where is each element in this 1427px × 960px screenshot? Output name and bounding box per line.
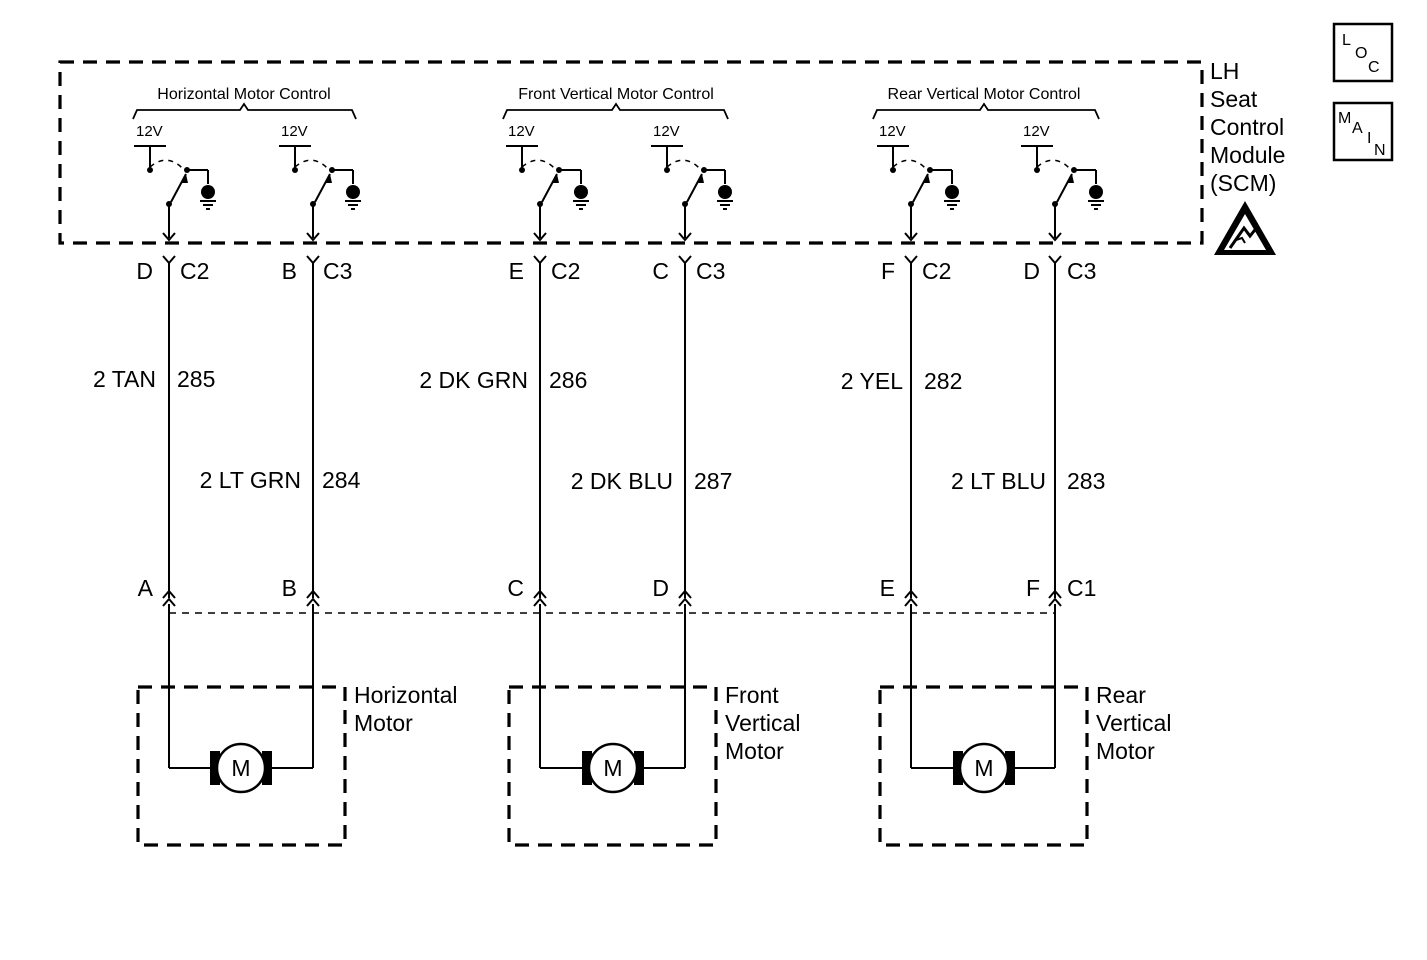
module-pin-label: B bbox=[282, 258, 297, 284]
wire-column bbox=[533, 204, 547, 768]
ground-icon bbox=[718, 185, 732, 199]
relay-switch: 12V bbox=[134, 123, 216, 210]
motor-symbol: M bbox=[603, 755, 622, 781]
relay-switch: 12V bbox=[651, 123, 733, 210]
motor-name-line: Motor bbox=[354, 710, 413, 736]
control-group-brace bbox=[502, 102, 729, 120]
motor-name-line: Motor bbox=[725, 738, 784, 764]
motor-icon bbox=[958, 742, 1010, 794]
module-connector-label: C3 bbox=[1067, 258, 1096, 284]
motor-connector-label: C1 bbox=[1067, 575, 1096, 601]
supply-voltage-label: 12V bbox=[653, 123, 680, 140]
relay-switch: 12V bbox=[877, 123, 960, 210]
motor-symbol: M bbox=[974, 755, 993, 781]
supply-voltage-label: 12V bbox=[136, 123, 163, 140]
horizontal-motor: M Horizontal Motor bbox=[136, 682, 458, 847]
motor-pin-label: F bbox=[1026, 575, 1040, 601]
motor-icon bbox=[587, 742, 639, 794]
control-group-brace bbox=[132, 102, 357, 120]
loc-letter: L bbox=[1342, 32, 1351, 49]
circuit-number-label: 286 bbox=[549, 367, 587, 393]
loc-letter: C bbox=[1368, 59, 1380, 76]
module-pin-label: D bbox=[1023, 258, 1040, 284]
relay-switch: 12V bbox=[279, 123, 361, 210]
module-pin-label: D bbox=[136, 258, 153, 284]
supply-voltage-label: 12V bbox=[1023, 123, 1050, 140]
circuit-number-label: 287 bbox=[694, 468, 732, 494]
motor-name-line: Motor bbox=[1096, 738, 1155, 764]
motor-icon bbox=[215, 742, 267, 794]
module-name-line: Control bbox=[1210, 114, 1284, 140]
control-group-title: Rear Vertical Motor Control bbox=[888, 86, 1081, 103]
wire-color-label: 2 DK BLU bbox=[571, 468, 673, 494]
main-letter: M bbox=[1338, 110, 1351, 127]
motor-name-line: Horizontal bbox=[354, 682, 458, 708]
supply-voltage-label: 12V bbox=[508, 123, 535, 140]
wire-column bbox=[678, 204, 692, 768]
wire-color-label: 2 DK GRN bbox=[419, 367, 528, 393]
motor-pin-label: B bbox=[282, 575, 297, 601]
main-letter: A bbox=[1352, 120, 1363, 137]
main-letter: I bbox=[1367, 130, 1371, 147]
wire-color-label: 2 LT BLU bbox=[951, 468, 1046, 494]
loc-badge[interactable]: L O C bbox=[1332, 22, 1394, 83]
module-pin-label: F bbox=[881, 258, 895, 284]
module-boundary bbox=[58, 60, 1204, 245]
motor-pin-label: C bbox=[507, 575, 524, 601]
esd-warning-icon bbox=[1214, 201, 1276, 255]
control-group-brace bbox=[872, 102, 1100, 120]
wire-column bbox=[162, 204, 176, 768]
motor-pin-label: E bbox=[880, 575, 895, 601]
module-pin-label: C bbox=[652, 258, 669, 284]
module-name-line: Seat bbox=[1210, 86, 1258, 112]
front-vertical-motor: M Front Vertical Motor bbox=[507, 682, 800, 847]
loc-letter: O bbox=[1355, 45, 1367, 62]
motor-name-line: Rear bbox=[1096, 682, 1146, 708]
control-group-front-vertical: Front Vertical Motor Control bbox=[502, 86, 729, 120]
rear-vertical-motor: M Rear Vertical Motor bbox=[878, 682, 1171, 847]
motor-name-line: Vertical bbox=[1096, 710, 1171, 736]
module-name-line: LH bbox=[1210, 58, 1239, 84]
module-connector-label: C2 bbox=[922, 258, 951, 284]
module-connector-label: C3 bbox=[323, 258, 352, 284]
supply-voltage-label: 12V bbox=[879, 123, 906, 140]
motor-symbol: M bbox=[231, 755, 250, 781]
wire-color-label: 2 YEL bbox=[841, 368, 903, 394]
module-connector-label: C2 bbox=[551, 258, 580, 284]
motor-pin-label: A bbox=[138, 575, 154, 601]
module-connector-label: C2 bbox=[180, 258, 209, 284]
control-group-horizontal: Horizontal Motor Control bbox=[132, 86, 357, 120]
main-letter: N bbox=[1374, 142, 1386, 159]
module-name: LH Seat Control Module (SCM) bbox=[1210, 58, 1285, 196]
module-name-line: (SCM) bbox=[1210, 170, 1276, 196]
supply-voltage-label: 12V bbox=[281, 123, 308, 140]
control-group-rear-vertical: Rear Vertical Motor Control bbox=[872, 86, 1100, 120]
ground-icon bbox=[945, 185, 959, 199]
relay-switch: 12V bbox=[1021, 123, 1104, 210]
ground-icon bbox=[1089, 185, 1103, 199]
control-group-title: Front Vertical Motor Control bbox=[518, 86, 714, 103]
module-pin-label: E bbox=[509, 258, 524, 284]
wire-column bbox=[306, 204, 320, 768]
circuit-number-label: 283 bbox=[1067, 468, 1105, 494]
control-group-title: Horizontal Motor Control bbox=[157, 86, 330, 103]
main-badge[interactable]: M A I N bbox=[1332, 101, 1394, 162]
motor-name-line: Vertical bbox=[725, 710, 800, 736]
ground-icon bbox=[201, 185, 215, 199]
wire-column bbox=[904, 204, 918, 768]
wire-color-label: 2 LT GRN bbox=[200, 467, 301, 493]
module-name-line: Module bbox=[1210, 142, 1285, 168]
module-connector-label: C3 bbox=[696, 258, 725, 284]
circuit-number-label: 282 bbox=[924, 368, 962, 394]
circuit-number-label: 285 bbox=[177, 366, 215, 392]
motor-pin-label: D bbox=[652, 575, 669, 601]
ground-icon bbox=[346, 185, 360, 199]
relay-switch: 12V bbox=[506, 123, 589, 210]
wire-column bbox=[1048, 204, 1062, 768]
circuit-number-label: 284 bbox=[322, 467, 361, 493]
ground-icon bbox=[574, 185, 588, 199]
wire-color-label: 2 TAN bbox=[93, 366, 156, 392]
motor-name-line: Front bbox=[725, 682, 779, 708]
